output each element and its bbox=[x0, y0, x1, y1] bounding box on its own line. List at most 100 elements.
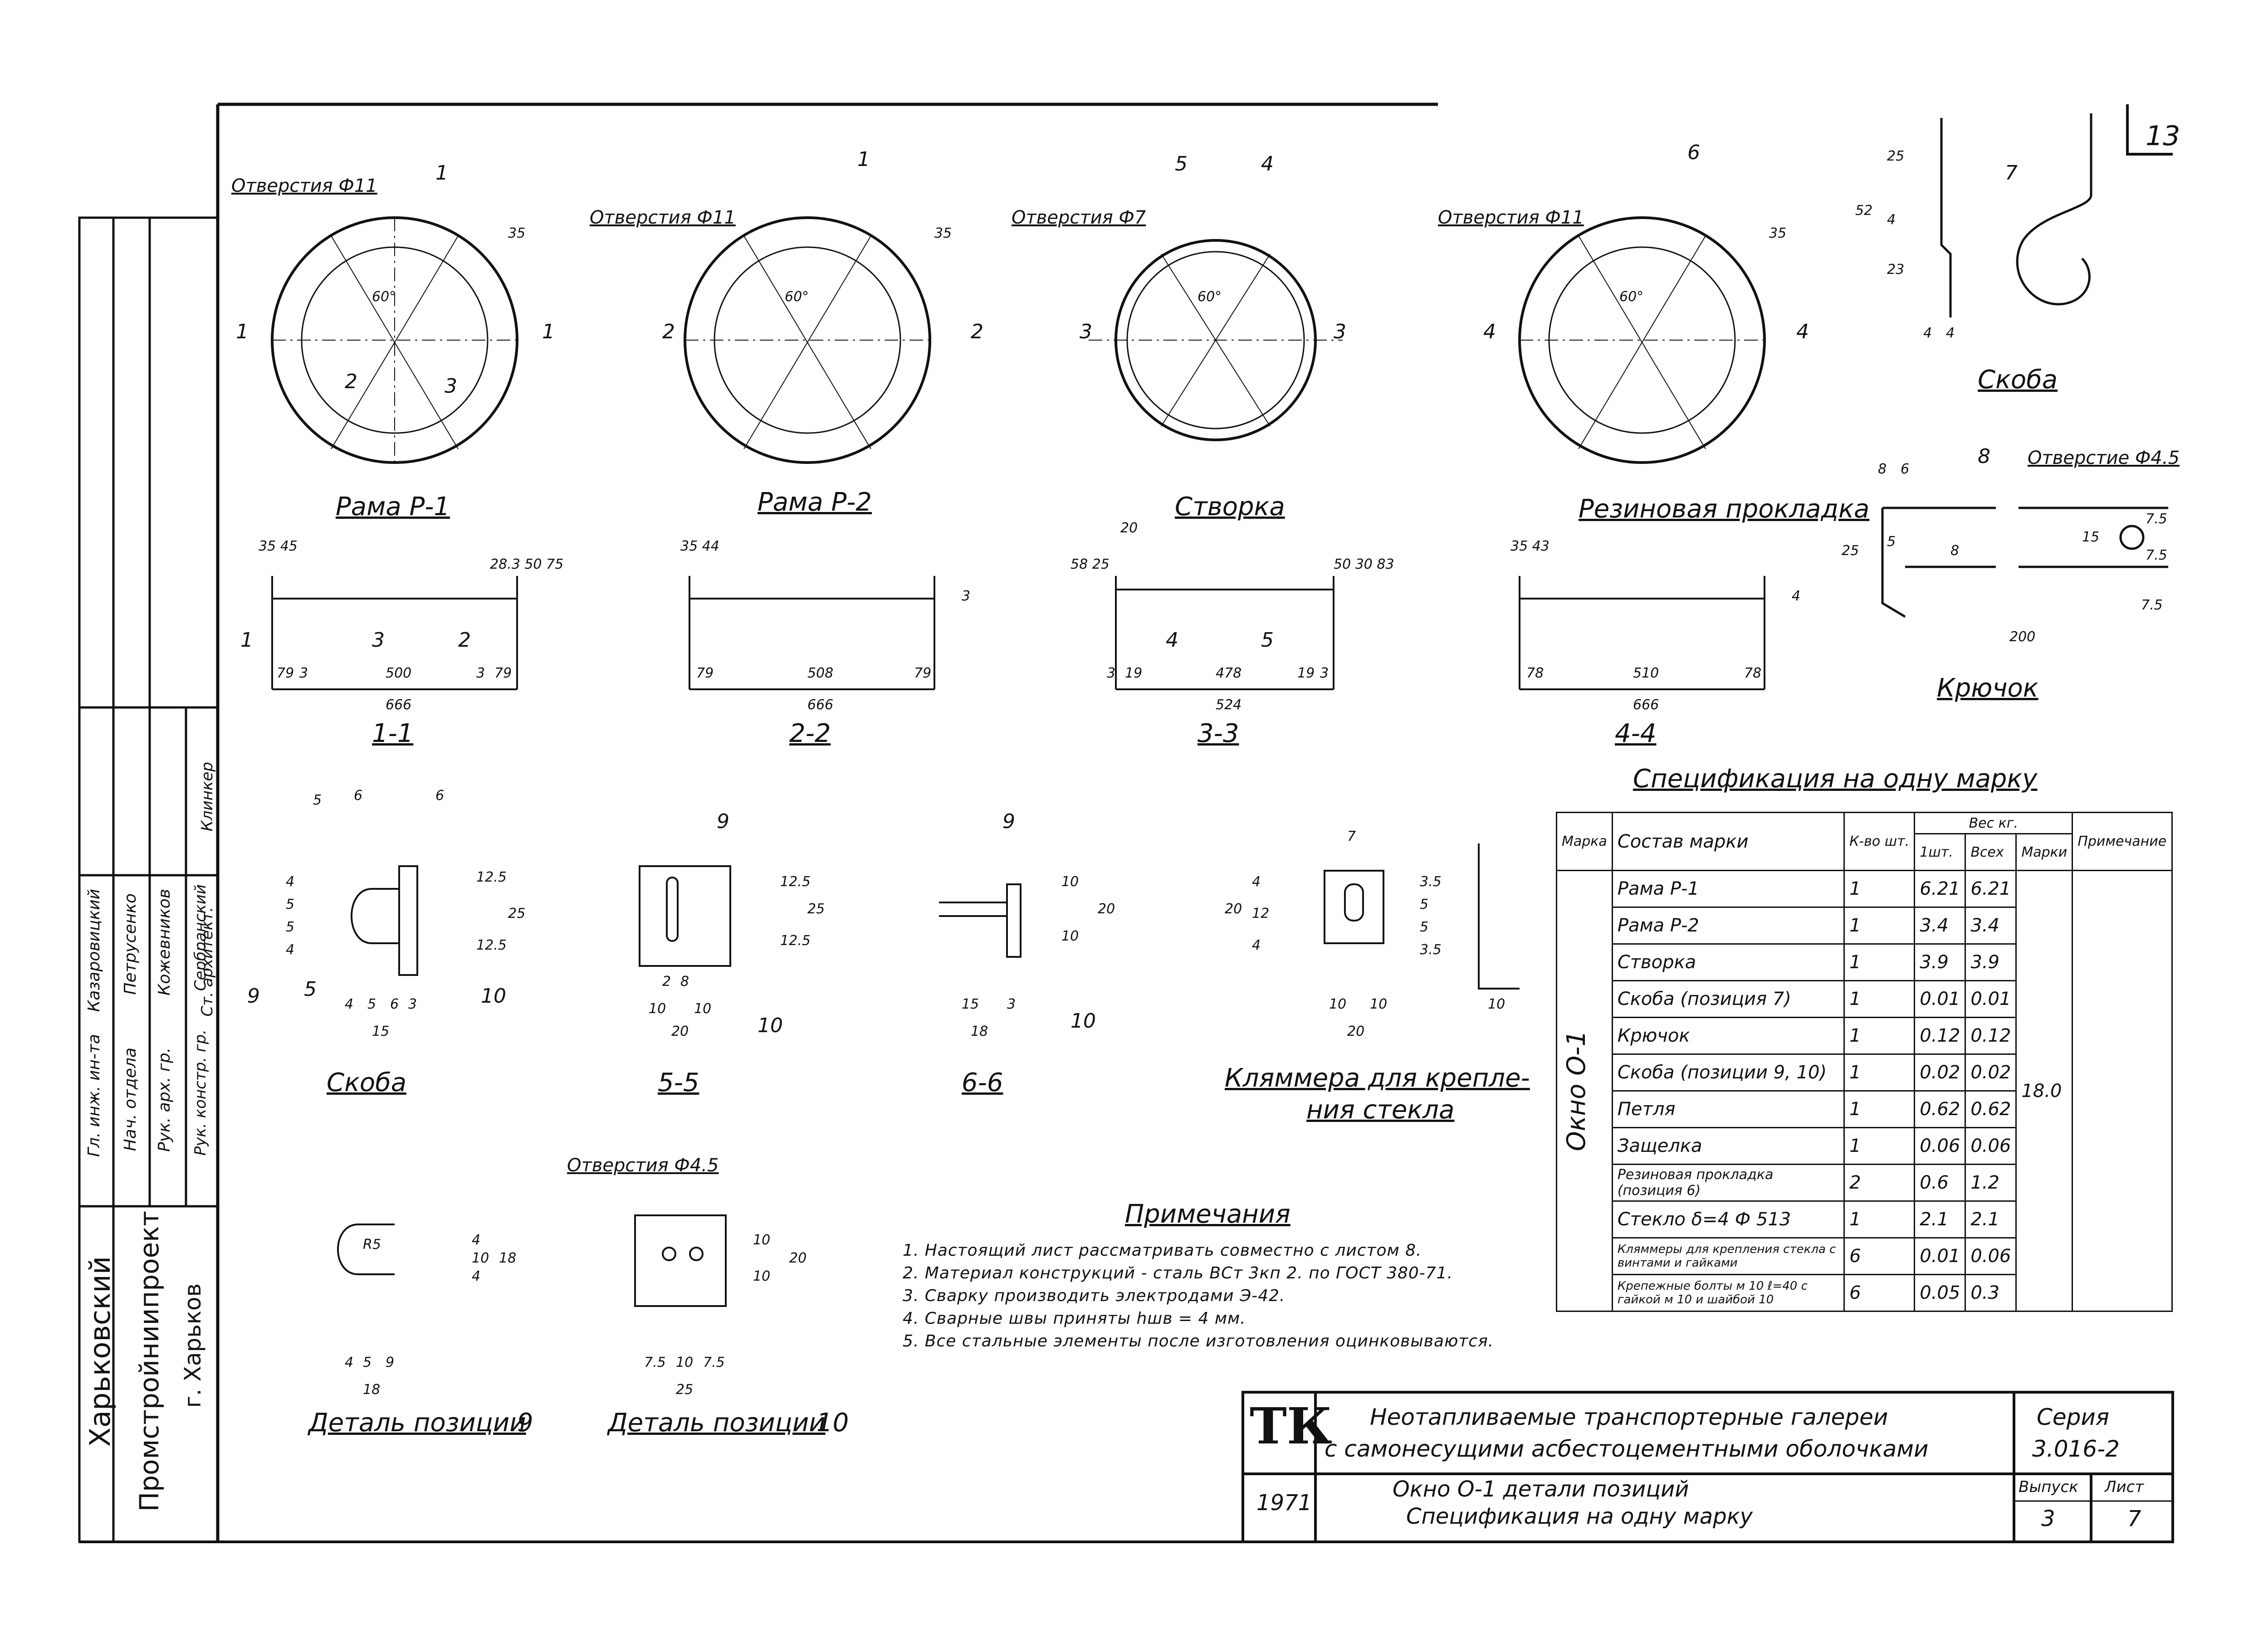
dim-35-p2: 35 bbox=[934, 225, 952, 241]
subtitle-line-1: Окно О-1 детали позиций bbox=[1393, 1477, 1689, 1502]
name-5: Клинкер bbox=[198, 762, 216, 832]
sec1-side: 28.3 50 75 bbox=[490, 556, 564, 572]
sec3-c5: 5 bbox=[1261, 629, 1274, 652]
sec3-b4: 3 bbox=[1320, 665, 1329, 681]
spec-title: Спецификация на одну марку bbox=[1633, 764, 2038, 794]
sec3-b1: 19 bbox=[1125, 665, 1143, 681]
spec-row-qty: 1 bbox=[1843, 870, 1916, 908]
sec-mark-3l: 3 bbox=[1080, 320, 1092, 343]
s66-d1: 10 bbox=[1061, 928, 1079, 944]
spec-row-wall: 1.2 bbox=[1965, 1164, 2017, 1202]
series-value: 3.016-2 bbox=[2032, 1436, 2120, 1462]
angle-p2: 60° bbox=[785, 289, 809, 305]
sec-mark-1r: 1 bbox=[542, 320, 555, 343]
callout-p1-2: 2 bbox=[345, 370, 357, 393]
sec3-title: 3-3 bbox=[1198, 719, 1239, 748]
callout-p1-3: 3 bbox=[445, 375, 457, 398]
dim-35-p1: 35 bbox=[508, 225, 526, 241]
hole-label-p2: Отверстия Ф11 bbox=[590, 207, 736, 228]
hook-d2: 25 bbox=[1842, 543, 1859, 559]
kl-d10: 10 bbox=[1370, 996, 1388, 1012]
spec-row-name: Рама Р-2 bbox=[1611, 907, 1845, 945]
kl-d6: 5 bbox=[1420, 897, 1429, 912]
hook-d8: 7.5 bbox=[2146, 547, 2167, 563]
hook-d4: 8 bbox=[1950, 543, 1960, 559]
s55-d5: 10 bbox=[649, 1001, 666, 1017]
sk-d6: 4 bbox=[286, 942, 295, 958]
sk-d2: 6 bbox=[435, 788, 445, 804]
spec-row-name: Крепежные болты м 10 ℓ=40 с гайкой м 10 … bbox=[1611, 1274, 1845, 1312]
spec-row-name: Рама Р-1 bbox=[1611, 870, 1845, 908]
skoba7-d3: 52 bbox=[1855, 203, 1873, 219]
sec1-title: 1-1 bbox=[372, 719, 414, 748]
name-3: Кожевников bbox=[155, 889, 174, 996]
kl-title-2: ния стекла bbox=[1306, 1095, 1455, 1125]
subtitle-line-2: Спецификация на одну марку bbox=[1406, 1504, 1753, 1529]
p9-d6: 5 bbox=[363, 1355, 372, 1370]
spec-row-qty: 1 bbox=[1843, 907, 1916, 945]
spec-row-w1: 6.21 bbox=[1914, 870, 1966, 908]
spec-h-wmark: Марки bbox=[2015, 833, 2073, 871]
sk-c10: 10 bbox=[481, 985, 506, 1008]
spec-row-w1: 0.01 bbox=[1914, 980, 1966, 1018]
s55-d0: 12.5 bbox=[780, 874, 811, 890]
kl-d7: 5 bbox=[1420, 919, 1429, 935]
sec2-total: 666 bbox=[807, 697, 834, 713]
s55-c10: 10 bbox=[758, 1014, 783, 1037]
skoba7-d1: 4 bbox=[1887, 212, 1896, 228]
sec4-total: 666 bbox=[1633, 697, 1659, 713]
kl-d11: 20 bbox=[1347, 1024, 1365, 1039]
sec4-b0: 78 bbox=[1526, 665, 1544, 681]
bracket-hook-linework bbox=[1881, 113, 2168, 618]
p10-title: Деталь позиции bbox=[608, 1408, 826, 1438]
spec-h-weight: Вес кг. bbox=[1914, 812, 2073, 834]
spec-mark-cell: Окно О-1 bbox=[1556, 870, 1613, 1312]
spec-h-note: Примечание bbox=[2072, 812, 2173, 871]
spec-row-qty: 1 bbox=[1843, 943, 1916, 981]
issue-value: 3 bbox=[2041, 1506, 2055, 1531]
p9-d2: 10 bbox=[472, 1250, 489, 1266]
sash-plan bbox=[1089, 239, 1343, 441]
sec1-b3: 3 bbox=[476, 665, 485, 681]
skoba7-d4: 4 bbox=[1923, 325, 1932, 341]
sec3-side: 50 30 83 bbox=[1334, 556, 1394, 572]
org-name-1: Харьковский bbox=[83, 1256, 117, 1447]
sec2-b2: 79 bbox=[914, 665, 932, 681]
sec3-top: 20 bbox=[1120, 520, 1138, 536]
kl-title-1: Кляммера для крепле- bbox=[1225, 1063, 1530, 1093]
sec1-b2: 500 bbox=[386, 665, 412, 681]
kl-d4: 4 bbox=[1252, 937, 1261, 953]
spec-row-wall: 0.01 bbox=[1965, 980, 2017, 1018]
title-gasket: Резиновая прокладка bbox=[1579, 494, 1870, 524]
sec1-c3: 3 bbox=[372, 629, 385, 652]
sec2-b1: 508 bbox=[807, 665, 834, 681]
series-label: Серия bbox=[2037, 1404, 2109, 1430]
kl-d2: 4 bbox=[1252, 874, 1261, 890]
sec2-title: 2-2 bbox=[789, 719, 831, 748]
kl-d8: 3.5 bbox=[1420, 942, 1442, 958]
angle-sash: 60° bbox=[1198, 289, 1222, 305]
spec-row-w1: 0.05 bbox=[1914, 1274, 1966, 1312]
hook-d3: 5 bbox=[1887, 534, 1896, 550]
dim-35-gasket: 35 bbox=[1769, 225, 1787, 241]
hook-d1: 6 bbox=[1901, 461, 1910, 477]
p9-d5: 4 bbox=[345, 1355, 354, 1370]
spec-row-qty: 6 bbox=[1843, 1274, 1916, 1312]
p10-d0: 10 bbox=[753, 1232, 771, 1248]
sec2-top: 35 44 bbox=[680, 538, 719, 554]
spec-row-w1: 0.12 bbox=[1914, 1017, 1966, 1055]
spec-row-w1: 0.02 bbox=[1914, 1053, 1966, 1092]
sec3-total: 524 bbox=[1216, 697, 1242, 713]
org-name-2: Промстройниипроект bbox=[134, 1211, 165, 1512]
callout-sash-5: 5 bbox=[1175, 152, 1188, 176]
spec-mark-weight: 18.0 bbox=[2015, 870, 2073, 1312]
hole-label-sash: Отверстия Ф7 bbox=[1012, 207, 1146, 228]
hook-d7: 7.5 bbox=[2146, 511, 2167, 527]
sec-mark-2r: 2 bbox=[971, 320, 983, 343]
sk-title: Скоба bbox=[327, 1068, 407, 1097]
sk-d5: 5 bbox=[286, 919, 295, 935]
hook-d9: 7.5 bbox=[2141, 597, 2163, 613]
hook-callout: 8 bbox=[1978, 445, 1990, 468]
role-3: Рук. арх. гр. bbox=[155, 1048, 174, 1152]
spec-row-wall: 0.06 bbox=[1965, 1127, 2017, 1165]
